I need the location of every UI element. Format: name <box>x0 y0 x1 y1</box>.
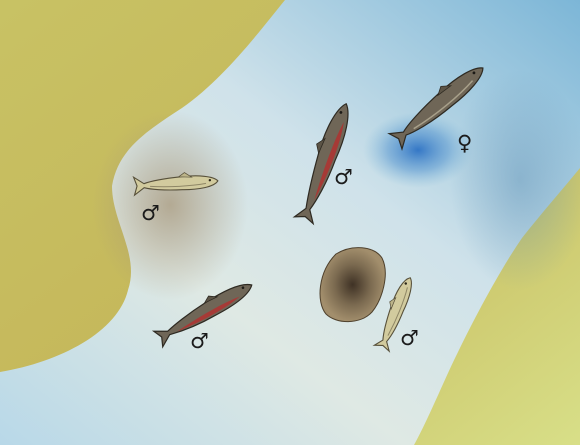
male-symbol-label-lower-right: ♂ <box>400 326 419 350</box>
shallow-shore-zone <box>92 110 248 300</box>
male-symbol-label-upper: ♂ <box>334 165 353 189</box>
female-symbol-label: ♀ <box>457 131 472 155</box>
male-symbol-label-left: ♂ <box>141 201 160 225</box>
male-symbol-label-lower-left: ♂ <box>190 329 209 353</box>
